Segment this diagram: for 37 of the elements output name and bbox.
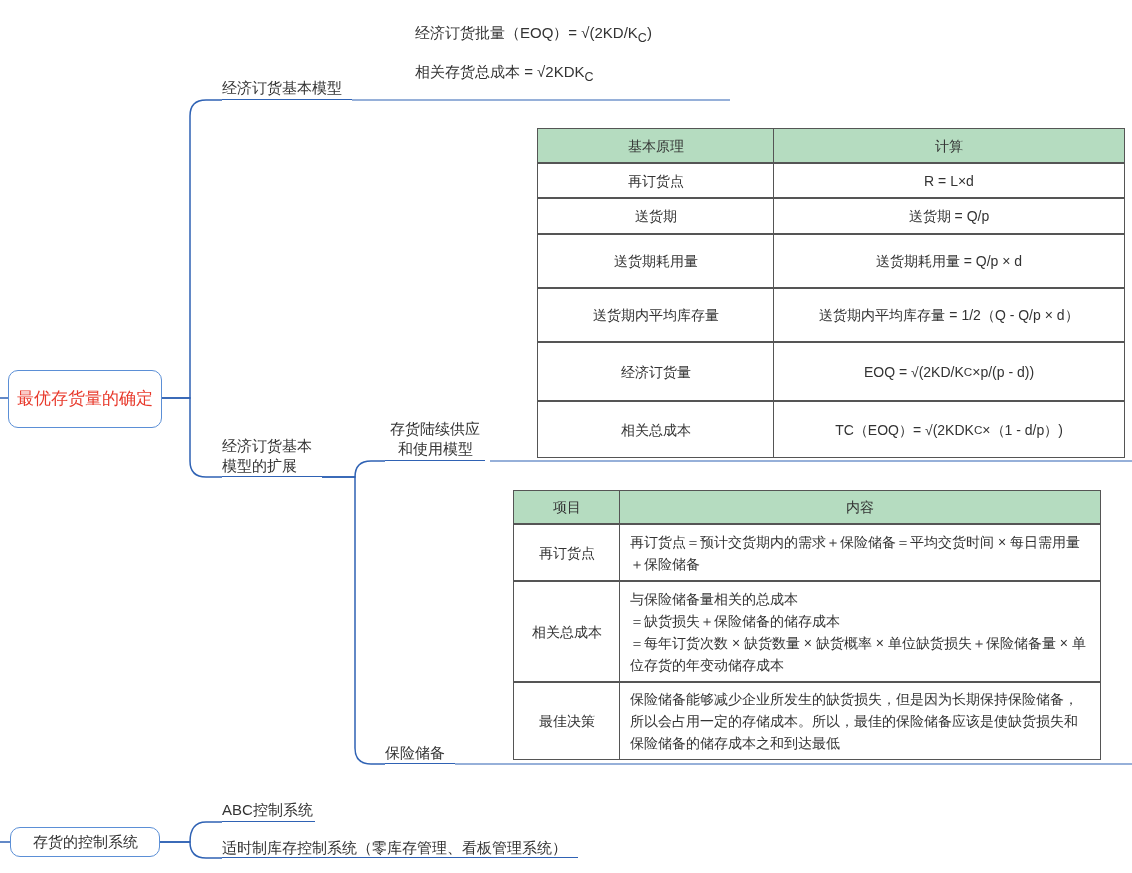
table-cell: 再订货点 <box>537 163 774 198</box>
topic-box: 存货的控制系统 <box>10 827 160 857</box>
header-cell: 基本原理 <box>537 128 774 163</box>
topic-label: 经济订货基本模型的扩展 <box>222 436 322 477</box>
branch-line <box>321 476 386 765</box>
cell-text-line: ＝每年订货次数 × 缺货数量 × 缺货概率 × 单位缺货损失＋保险储备量 × 单位存货的年变动储存成本 <box>630 633 1087 675</box>
cell-text-line: ＝缺货损失＋保险储备的储存成本 <box>630 611 841 631</box>
topic-label: ABC控制系统 <box>222 800 315 822</box>
topic-label: 存货陆续供应和使用模型 <box>385 419 485 461</box>
branch-line <box>159 841 223 859</box>
topic-label: 经济订货基本模型 <box>222 78 352 100</box>
table-cell: 送货期 = Q/p <box>773 198 1125 234</box>
table-cell: 相关总成本 <box>537 401 774 458</box>
table-cell: 送货期耗用量 = Q/p × d <box>773 234 1125 288</box>
table-cell: 送货期 <box>537 198 774 234</box>
header-cell: 计算 <box>773 128 1125 163</box>
branch-line <box>0 841 11 843</box>
cell-text-line: 与保险储备量相关的总成本 <box>630 589 799 609</box>
table-cell: 再订货点＝预计交货期内的需求＋保险储备＝平均交货时间 × 每日需用量＋保险储备 <box>619 524 1101 581</box>
topic-label: 保险储备 <box>385 743 455 764</box>
table-cell: 经济订货量 <box>537 342 774 401</box>
topic-label: 适时制库存控制系统（零库存管理、看板管理系统） <box>222 838 578 858</box>
table-cell: 保险储备能够减少企业所发生的缺货损失，但是因为长期保持保险储备，所以会占用一定的存储成本。所以，最佳的保险储备应该是使缺货损失和保险储备的储存成本之和到达最低 <box>619 682 1101 760</box>
table-cell: 送货期内平均库存量 <box>537 288 774 342</box>
table-cell: 送货期内平均库存量 = 1/2（Q - Q/p × d） <box>773 288 1125 342</box>
header-cell: 内容 <box>619 490 1101 524</box>
formula-text: 经济订货批量（EOQ）= √(2KD/K$_{C}$) <box>415 24 652 45</box>
branch-line <box>0 397 9 399</box>
header-cell: 项目 <box>513 490 620 524</box>
table-cell: 送货期耗用量 <box>537 234 774 288</box>
table-cell: 再订货点 <box>513 524 620 581</box>
table-cell: R = L×d <box>773 163 1125 198</box>
root-topic-box: 最优存货量的确定 <box>8 370 162 428</box>
formula-text: 相关存货总成本 = √2KDK$_{C}$ <box>415 63 594 84</box>
table-cell: 最佳决策 <box>513 682 620 760</box>
table-cell: 相关总成本 <box>513 581 620 682</box>
branch-line <box>161 397 223 478</box>
